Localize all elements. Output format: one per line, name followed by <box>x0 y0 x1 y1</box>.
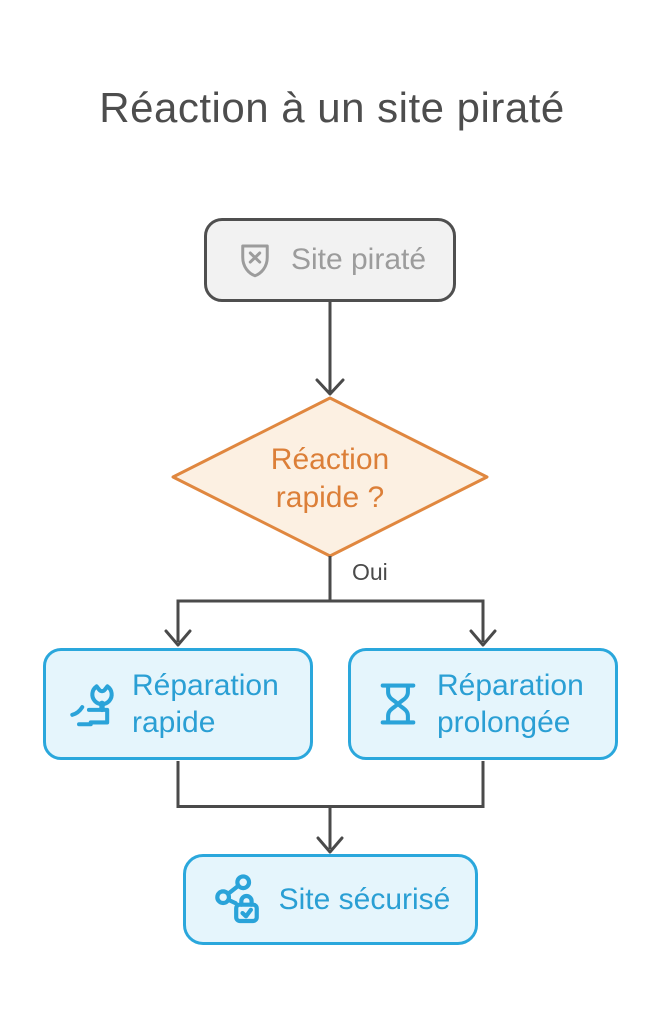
edge-start-to-decision <box>315 302 345 396</box>
node-site-securise: Site sécurisé <box>183 854 478 945</box>
decision-line-1: Réaction <box>270 443 390 476</box>
page-title: Réaction à un site piraté <box>99 84 565 131</box>
node-label: Réparation prolongée <box>437 669 584 739</box>
wrench-hand-icon <box>70 684 114 727</box>
hourglass-icon <box>380 683 416 725</box>
node-reparation-rapide: Réparation rapide <box>43 648 313 760</box>
node-label: Site sécurisé <box>278 883 451 916</box>
node-decision-label: Réaction rapide ? <box>220 441 440 517</box>
node-site-pirate: Site piraté <box>204 218 456 302</box>
network-lock-icon <box>214 873 259 923</box>
node-label: Site piraté <box>290 243 427 276</box>
edge-label-oui: Oui <box>352 559 388 585</box>
node-label: Réparation rapide <box>132 669 279 739</box>
shield-x-icon <box>241 244 269 278</box>
edge-merge-to-secured <box>176 761 485 854</box>
decision-line-2: rapide ? <box>275 481 385 514</box>
node-reparation-prolongee: Réparation prolongée <box>348 648 618 760</box>
edge-decision-fork <box>164 556 497 647</box>
